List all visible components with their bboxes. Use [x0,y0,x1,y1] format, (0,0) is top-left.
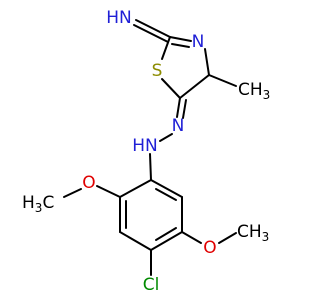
methyl-label: CH3 [238,80,270,102]
bond-n-nh [159,133,173,142]
bond-c4-methyl [208,74,237,87]
ring-nitrogen-label: N [192,32,205,52]
bond-c5-n-double-b [182,99,187,119]
bond-imine-double-a [135,19,171,38]
bond-s1-c5 [161,78,181,99]
bond-ring-c5-c4 [150,231,183,251]
bond-o-methyl-left [63,188,82,198]
bond-o-methyl-right [218,232,237,244]
atom-label-layer: HN N S CH3 N HN O H3C O CH3 Cl [22,8,270,295]
methoxy-methyl-left-label: H3C [22,193,54,215]
methoxy-oxygen-left-label: O [82,173,95,193]
hydrazone-nh-label: HN [132,136,158,156]
bond-n3-c4 [204,48,210,76]
bond-c5-n-double-a [176,97,181,118]
bond-c2-n3-b [171,43,190,48]
bond-c2-n3-a [169,36,192,42]
bond-imine-double-b [133,24,169,43]
bond-ring-c4-c3 [119,231,152,251]
bond-c4-c5 [179,74,210,99]
bond-nh-c1 [149,153,152,181]
bond-ring-c2-c1 [119,179,152,198]
bond-ring-o-right [181,231,202,244]
methoxy-oxygen-right-label: O [203,238,216,258]
bond-c2-s1 [161,36,171,60]
bond-layer [63,19,237,276]
chlorine-label: Cl [143,275,160,295]
bond-ring-inner-a [155,188,177,201]
bond-ring-c1-c6 [150,179,183,198]
bond-ring-o-left [96,185,121,198]
chemical-structure-diagram: HN N S CH3 N HN O H3C O CH3 Cl [22,8,270,295]
imine-nh-label: HN [106,8,132,28]
hydrazone-n-label: N [172,116,185,136]
methoxy-methyl-right-label: CH3 [237,222,269,244]
bond-ring-inner-b [155,227,177,241]
ring-sulfur-label: S [152,61,163,81]
